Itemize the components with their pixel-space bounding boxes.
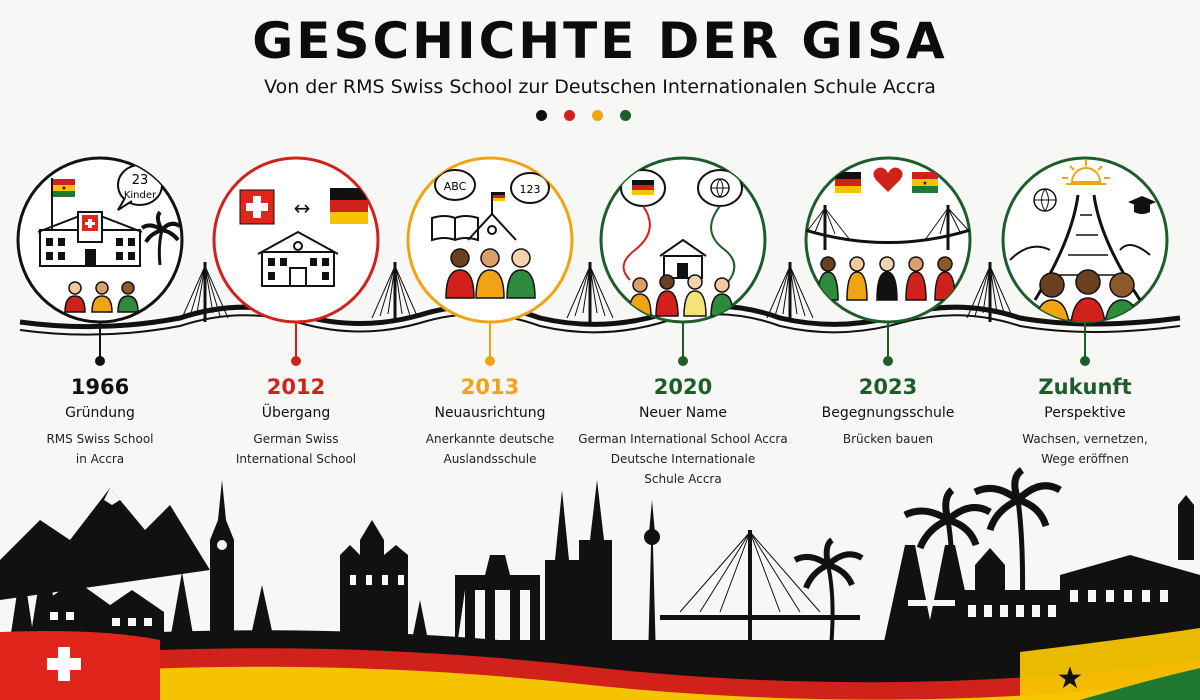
desc-line: in Accra <box>75 452 125 466</box>
milestone-desc: RMS Swiss School in Accra <box>0 429 200 469</box>
scene-2020 <box>620 169 743 317</box>
dot-red <box>564 110 575 121</box>
svg-text:★: ★ <box>922 180 927 187</box>
scene-2023: ★ <box>806 167 970 301</box>
page-title: GESCHICHTE DER GISA <box>252 12 948 70</box>
scene-2012: ↔ <box>239 188 368 287</box>
svg-text:↔: ↔ <box>294 196 311 220</box>
badge-123: 123 <box>520 183 541 196</box>
milestone-year: 2012 <box>266 375 326 399</box>
desc-line: Wachsen, vernetzen, <box>1022 432 1148 446</box>
desc-line: Schule Accra <box>644 472 722 486</box>
milestone-desc: Brücken bauen <box>788 429 988 449</box>
timeline-pins <box>95 322 1090 366</box>
desc-line: German International School Accra <box>578 432 788 446</box>
dot-gold <box>592 110 603 121</box>
milestone-label: Übergang <box>261 405 331 421</box>
page-subtitle: Von der RMS Swiss School zur Deutschen I… <box>264 76 936 98</box>
circle-2012 <box>212 156 380 324</box>
svg-text:★: ★ <box>61 185 66 192</box>
milestone-label: Perspektive <box>1044 405 1126 421</box>
milestone-desc: German Swiss International School <box>196 429 396 469</box>
flag-wave-banner: ★ <box>0 628 1200 700</box>
desc-line: Deutsche Internationale <box>610 452 756 466</box>
desc-line: RMS Swiss School <box>46 432 154 446</box>
scene-2013: ABC 123 <box>431 169 550 299</box>
milestone-year: 2013 <box>460 375 520 399</box>
badge-23-number: 23 <box>132 173 149 188</box>
desc-line: Auslandsschule <box>443 452 537 466</box>
color-dots <box>536 110 631 121</box>
milestone-year: Zukunft <box>1038 375 1132 399</box>
milestone-desc: Wachsen, vernetzen, Wege eröffnen <box>985 429 1185 469</box>
milestone-label: Neuer Name <box>638 405 728 421</box>
timeline-bridge <box>19 262 1181 336</box>
milestone-label: Gründung <box>65 405 135 421</box>
badge-abc: ABC <box>444 180 467 193</box>
milestone-year: 1966 <box>70 375 130 399</box>
dot-green <box>620 110 631 121</box>
desc-line: Brücken bauen <box>842 432 934 446</box>
milestone-desc: Anerkannte deutsche Auslandsschule <box>390 429 590 469</box>
scene-1966: ★ 23 Kinder <box>37 164 182 313</box>
desc-line: German Swiss <box>253 432 339 446</box>
desc-line: Wege eröffnen <box>1041 452 1129 466</box>
badge-23-word: Kinder <box>124 190 157 201</box>
svg-text:★: ★ <box>1057 661 1084 696</box>
milestone-year: 2023 <box>858 375 918 399</box>
desc-line: Anerkannte deutsche <box>425 432 555 446</box>
milestone-desc: German International School Accra Deutsc… <box>573 429 793 489</box>
milestone-label: Neuausrichtung <box>434 405 546 421</box>
milestone-label: Begegnungsschule <box>821 405 955 421</box>
milestone-year: 2020 <box>653 375 713 399</box>
dot-black <box>536 110 547 121</box>
desc-line: International School <box>235 452 357 466</box>
